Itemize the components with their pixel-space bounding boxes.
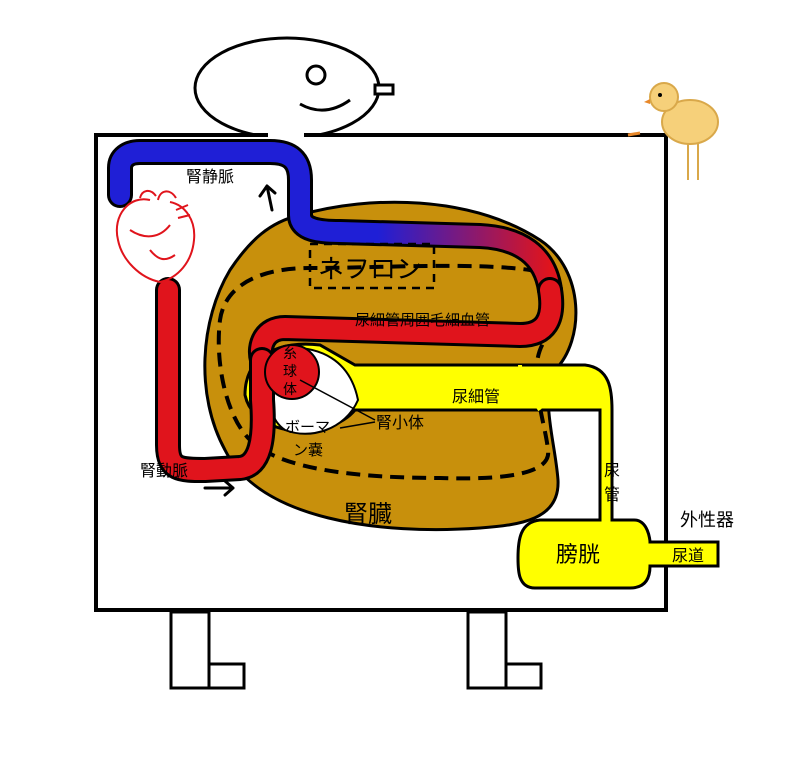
renal-vein-label: 腎静脈 xyxy=(186,167,234,186)
blood-vessels xyxy=(107,139,565,483)
renal-artery-label: 腎動脈 xyxy=(140,461,188,480)
nephron-label: ネフロン xyxy=(318,255,422,285)
bowman-capsule-label-2: ン嚢 xyxy=(293,441,323,459)
bladder-label: 膀胱 xyxy=(556,543,600,568)
chick-icon xyxy=(627,82,719,180)
glomerulus-label-1: 糸 xyxy=(283,346,297,362)
renal-tubule-label: 尿細管 xyxy=(452,387,500,406)
vein-arrow xyxy=(258,184,277,212)
renal-corpuscle-label: 腎小体 xyxy=(376,413,424,432)
ureter-label-1: 尿 xyxy=(604,461,620,480)
glomerulus-label-3: 体 xyxy=(283,382,297,398)
glomerulus-label-2: 球 xyxy=(283,364,297,380)
robot-legs xyxy=(169,610,543,690)
peritubular-capillary-label: 尿細管周囲毛細血管 xyxy=(355,311,490,329)
ureter-label-2: 管 xyxy=(604,485,620,504)
glomerulus xyxy=(264,344,320,400)
bowman-capsule-label-1: ボーマ xyxy=(285,418,330,436)
leader-lines xyxy=(299,379,376,429)
robot-head xyxy=(193,36,395,140)
nephron-label-box xyxy=(308,242,436,290)
urethra-label: 尿道 xyxy=(672,546,704,565)
artery-arrow xyxy=(203,479,235,497)
flow-arrows xyxy=(203,184,277,497)
kidney-label: 腎臓 xyxy=(344,500,392,528)
genitalia-label: 外性器 xyxy=(680,510,734,531)
anatomical-heart-icon xyxy=(115,190,196,284)
